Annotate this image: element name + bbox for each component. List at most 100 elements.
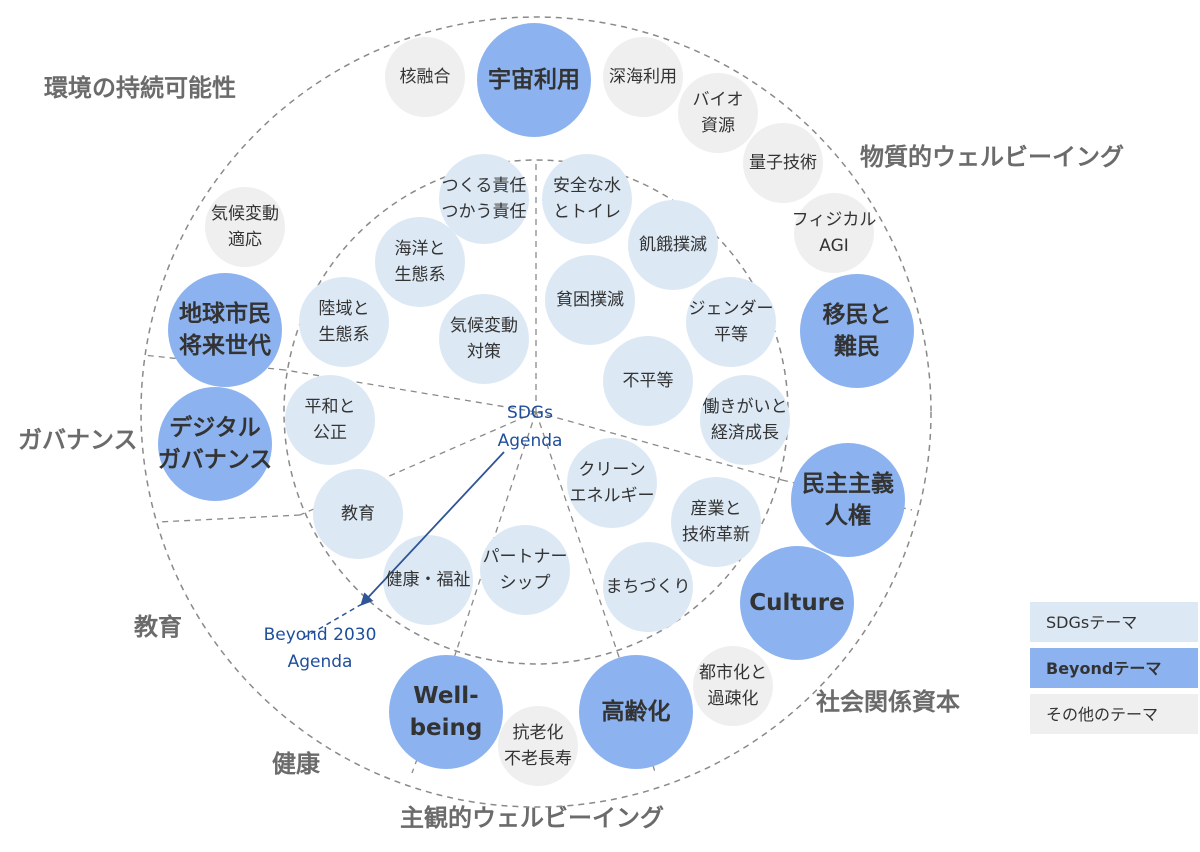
node-partnership: [480, 525, 570, 615]
legend-sdg-label: SDGsテーマ: [1046, 613, 1137, 632]
node-label-ocean-0: 海洋と: [395, 239, 446, 259]
node-label-water-0: 安全な水: [553, 176, 621, 196]
node-digital-gov: [158, 387, 272, 501]
sector-social: 社会関係資本: [816, 688, 960, 716]
node-hunger: [628, 200, 718, 290]
node-label-peace-0: 平和と: [305, 397, 356, 417]
node-label-digital-gov-1: ガバナンス: [158, 447, 273, 473]
beyond-agenda-line2: Agenda: [288, 652, 353, 672]
node-label-climate-action-1: 対策: [467, 342, 501, 362]
node-label-digital-gov-0: デジタル: [169, 414, 261, 441]
node-label-bio-0: バイオ: [693, 90, 744, 110]
node-label-peace-1: 公正: [313, 423, 347, 443]
node-label-partnership-1: シップ: [500, 573, 551, 593]
node-label-urban-0: 都市化と: [699, 663, 767, 683]
node-responsible: [439, 154, 529, 244]
node-city: [603, 542, 693, 632]
node-label-gender-0: ジェンダー: [689, 299, 774, 319]
node-urban: [693, 646, 773, 726]
sdg-theme-nodes: [285, 154, 790, 632]
node-work: [700, 375, 790, 465]
node-label-migration-0: 移民と: [823, 302, 892, 328]
node-wellbeing: [389, 655, 503, 769]
node-quantum: [743, 123, 823, 203]
node-label-antiaging-0: 抗老化: [513, 723, 564, 743]
legend-sdg-swatch: [1030, 602, 1198, 642]
node-label-health-welfare-0: 健康・福祉: [386, 570, 471, 590]
node-label-citizen-1: 将来世代: [179, 333, 271, 359]
node-aging: [579, 655, 693, 769]
legend-beyond-swatch: [1030, 648, 1198, 688]
node-poverty: [545, 255, 635, 345]
node-label-aging-0: 高齢化: [602, 698, 671, 725]
node-label-migration-1: 難民: [834, 333, 880, 360]
node-deepsea: [603, 37, 683, 117]
sector-education: 教育: [134, 613, 182, 641]
node-climate-action: [439, 294, 529, 384]
node-label-work-0: 働きがいと: [703, 397, 788, 417]
node-label-city-0: まちづくり: [606, 577, 691, 597]
beyond-arrow: [360, 451, 505, 606]
node-democracy: [791, 443, 905, 557]
node-label-industry-1: 技術革新: [682, 525, 750, 545]
node-label-work-1: 経済成長: [711, 423, 779, 443]
node-label-democracy-1: 人権: [825, 502, 871, 529]
sector-subjective: 主観的ウェルビーイング: [400, 804, 664, 832]
node-label-education-sdg-0: 教育: [341, 504, 375, 524]
node-culture: [740, 546, 854, 660]
center-agenda-line2: Agenda: [498, 431, 563, 451]
node-label-physical-agi-0: フィジカル: [792, 210, 877, 230]
node-label-climate-adapt-1: 適応: [228, 230, 262, 250]
outer-ring: [140, 16, 932, 808]
node-label-space-0: 宇宙利用: [488, 66, 580, 93]
node-label-land-1: 生態系: [319, 325, 370, 345]
node-label-responsible-1: つかう責任: [442, 202, 527, 222]
legend-other-label: その他のテーマ: [1046, 705, 1158, 724]
node-label-hunger-0: 飢餓撲滅: [639, 235, 707, 255]
node-bio: [678, 73, 758, 153]
legend: SDGsテーマ Beyondテーマ その他のテーマ: [1030, 602, 1198, 734]
node-label-democracy-0: 民主主義: [802, 470, 894, 497]
other-theme-nodes: [205, 37, 874, 786]
sector-governance: ガバナンス: [18, 426, 138, 454]
node-gender: [686, 277, 776, 367]
node-inequality: [603, 336, 693, 426]
center-agenda-line1: SDGs: [507, 403, 553, 423]
legend-other-swatch: [1030, 694, 1198, 734]
node-antiaging: [498, 706, 578, 786]
node-label-wellbeing-1: being: [410, 715, 483, 741]
node-label-gender-1: 平等: [714, 325, 748, 345]
node-industry: [671, 477, 761, 567]
node-water: [542, 154, 632, 244]
beyond-agenda-line1: Beyond 2030: [264, 625, 377, 645]
node-label-urban-1: 過疎化: [708, 689, 759, 709]
node-label-inequality-0: 不平等: [623, 371, 674, 391]
node-label-partnership-0: パートナー: [483, 547, 568, 567]
legend-beyond-label: Beyondテーマ: [1046, 659, 1161, 678]
node-clean-energy: [567, 438, 657, 528]
node-land: [299, 277, 389, 367]
node-label-water-1: とトイレ: [553, 202, 621, 222]
node-ocean: [375, 217, 465, 307]
node-label-climate-action-0: 気候変動: [450, 316, 518, 336]
node-physical-agi: [794, 193, 874, 273]
node-label-wellbeing-0: Well-: [413, 683, 478, 709]
node-label-land-0: 陸域と: [319, 299, 370, 319]
node-label-climate-adapt-0: 気候変動: [211, 204, 279, 224]
node-label-poverty-0: 貧困撲滅: [556, 290, 624, 310]
node-label-clean-energy-1: エネルギー: [570, 486, 655, 506]
sector-material: 物質的ウェルビーイング: [860, 143, 1124, 171]
sector-health: 健康: [272, 750, 321, 778]
node-label-citizen-0: 地球市民: [179, 300, 271, 327]
beyond-theme-nodes: [158, 23, 914, 769]
node-label-antiaging-1: 不老長寿: [504, 749, 572, 769]
node-climate-adapt: [205, 187, 285, 267]
node-migration: [800, 274, 914, 388]
node-label-ocean-1: 生態系: [395, 265, 446, 285]
node-label-bio-1: 資源: [701, 116, 735, 136]
node-fusion: [385, 37, 465, 117]
node-citizen: [168, 273, 282, 387]
node-education-sdg: [313, 469, 403, 559]
